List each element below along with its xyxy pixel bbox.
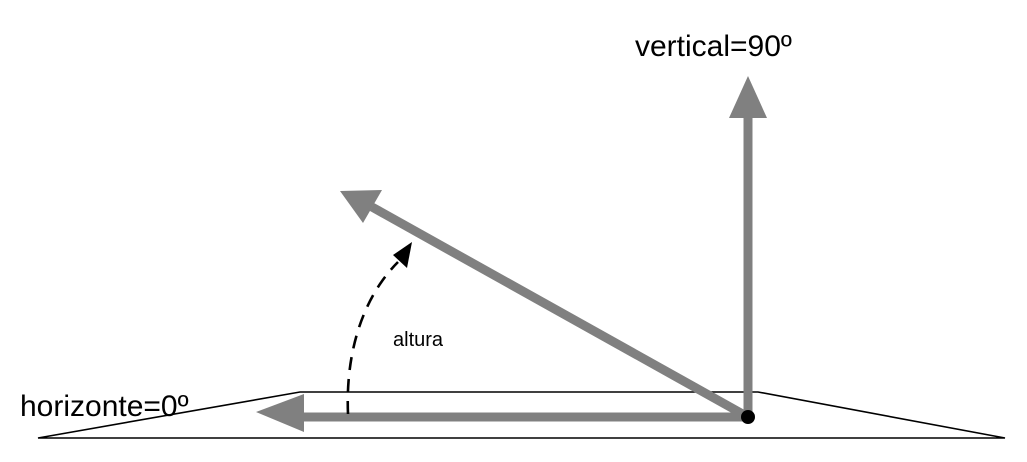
vertical-arrow bbox=[729, 76, 767, 417]
origin-point bbox=[741, 410, 755, 424]
horizon-arrow bbox=[256, 394, 748, 432]
altitude-arrow bbox=[340, 190, 751, 421]
vertical-label: vertical=90º bbox=[635, 30, 792, 63]
horizon-plane bbox=[37, 391, 1006, 439]
altitude-label: altura bbox=[393, 329, 444, 351]
horizon-label: horizonte=0º bbox=[20, 390, 189, 423]
altitude-arc bbox=[346, 242, 412, 415]
